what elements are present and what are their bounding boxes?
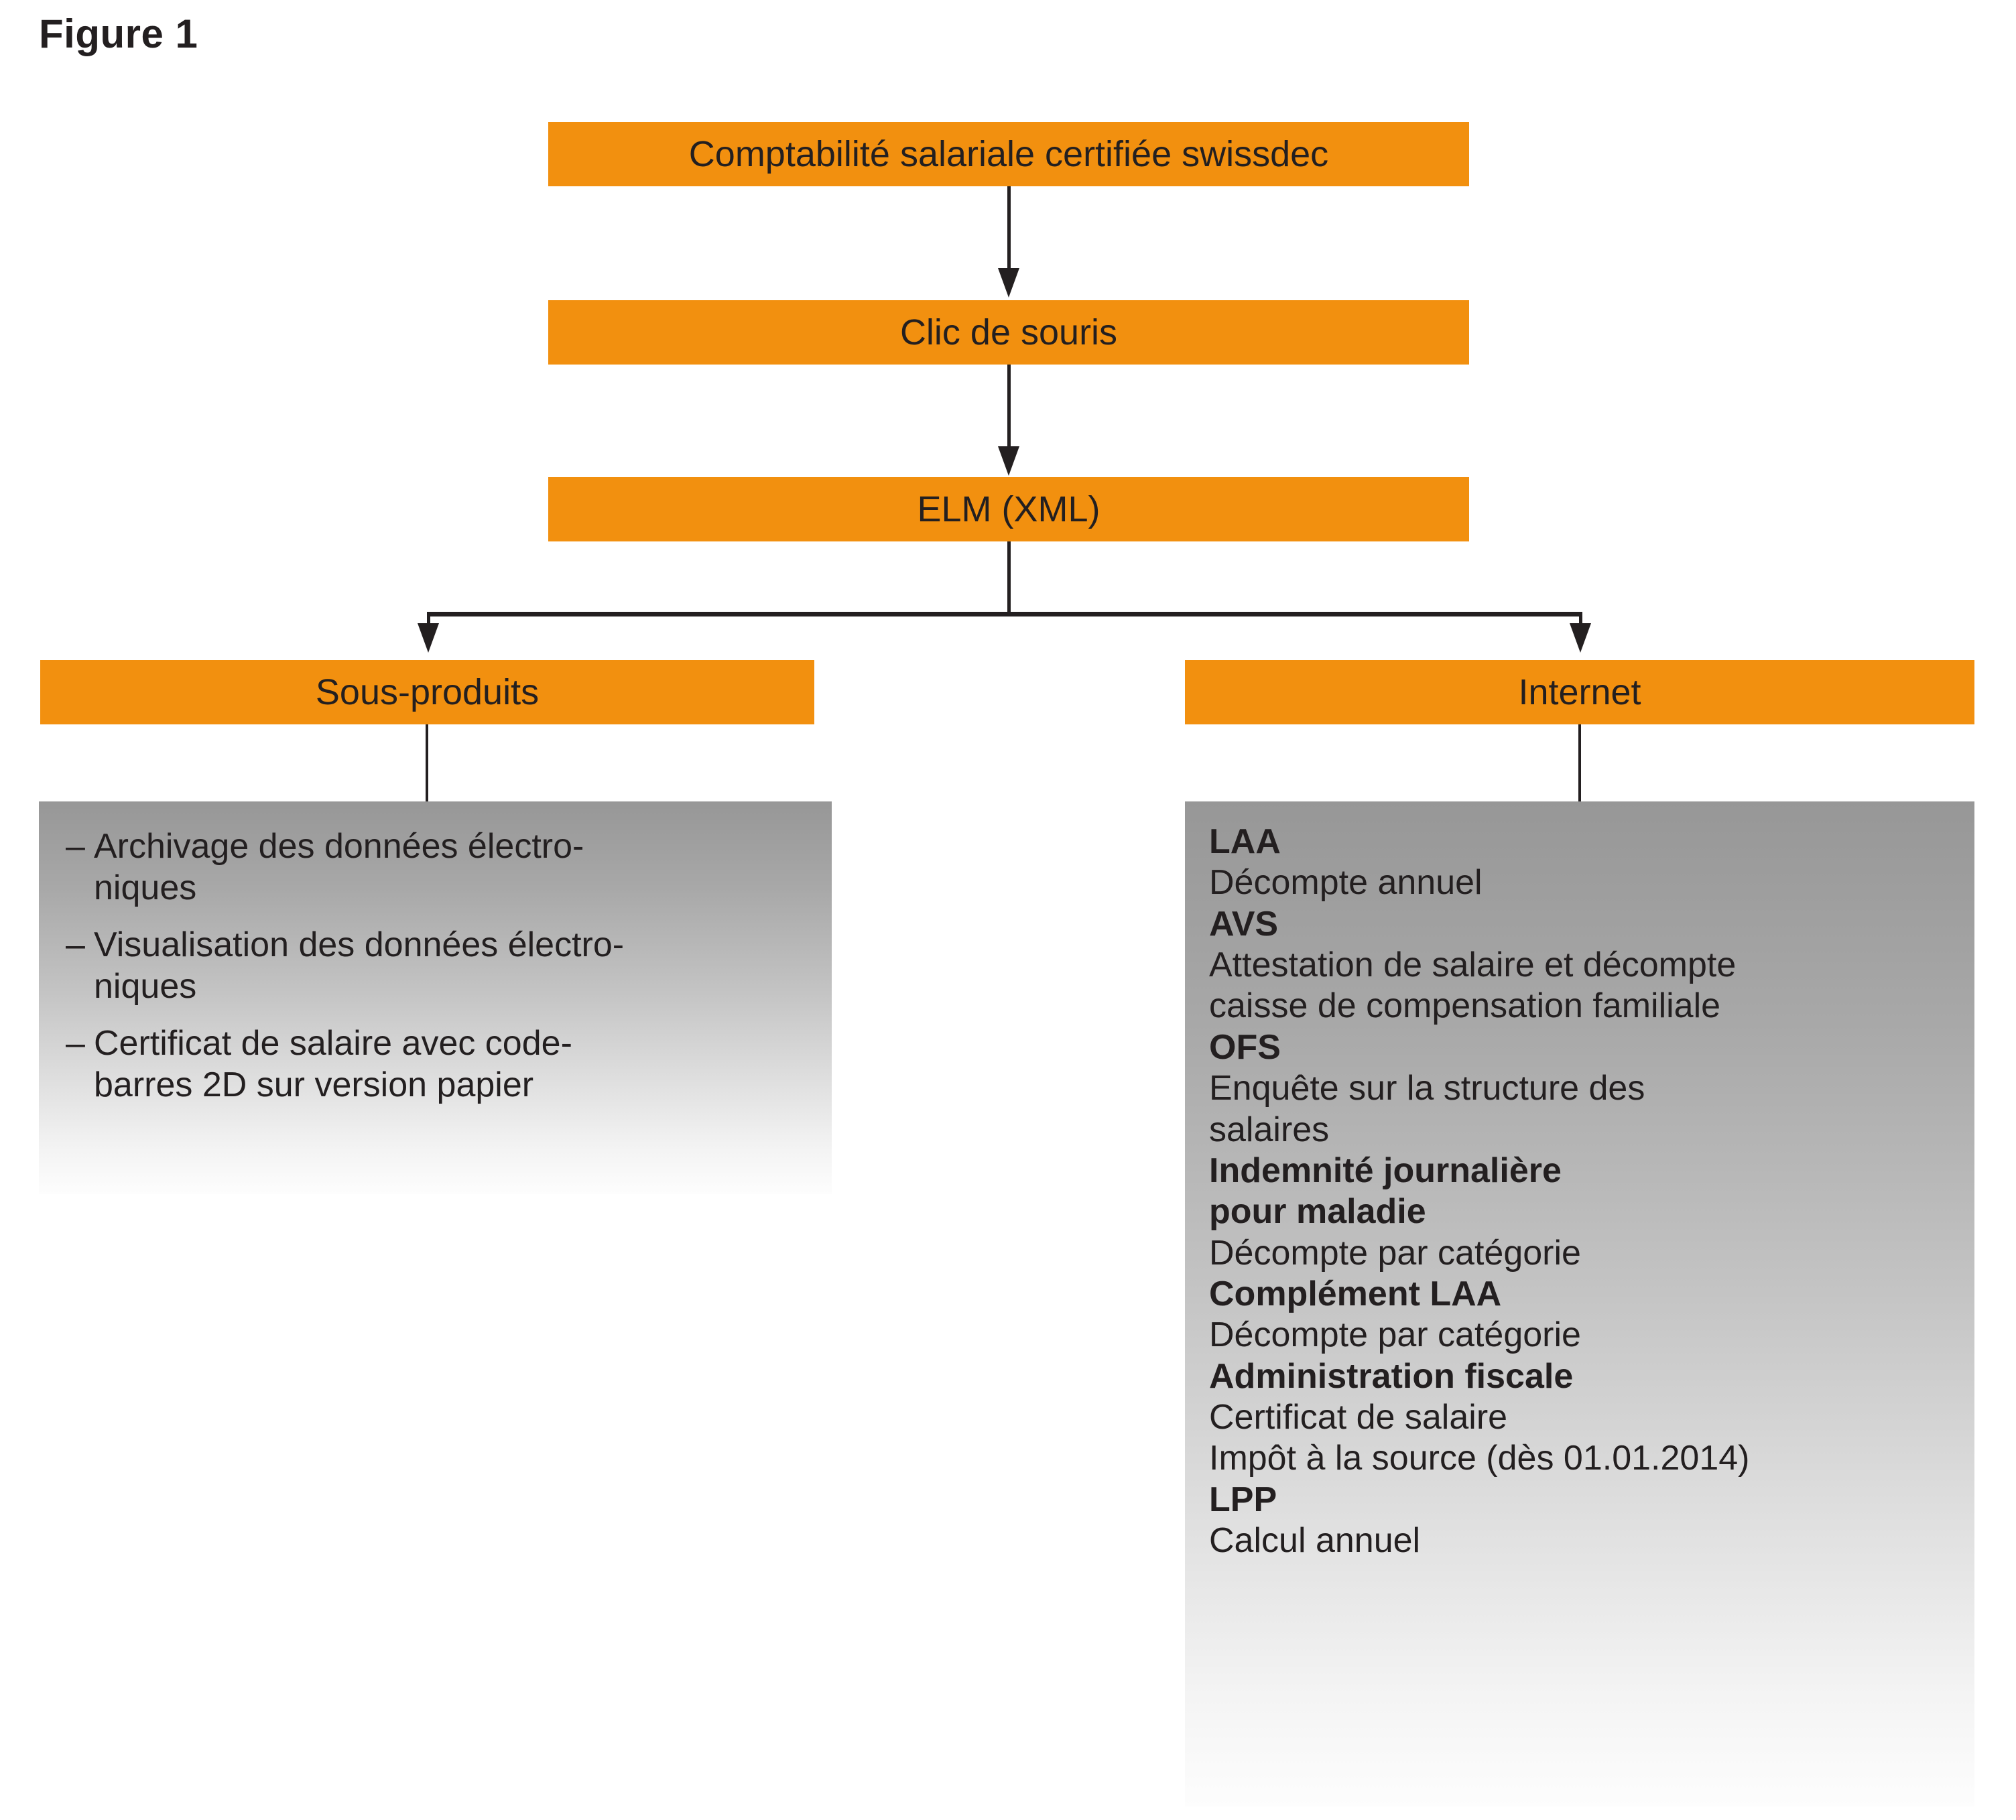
- list-item: OFS Enquête sur la structure des salaire…: [1209, 1027, 1952, 1151]
- entry-title: AVS: [1209, 904, 1279, 944]
- flow-node-label: Internet: [1518, 671, 1641, 712]
- connector-line-internet-panel: [1578, 724, 1581, 805]
- flow-node-label: Sous-produits: [315, 671, 540, 712]
- list-item: Complément LAA Décompte par catégorie: [1209, 1274, 1952, 1356]
- flow-node-sous-produits: Sous-produits: [40, 660, 814, 724]
- connector-line-sous-produits-panel: [426, 724, 428, 805]
- arrow-down-icon: [1570, 623, 1591, 653]
- page-title: Figure 1: [39, 11, 198, 56]
- list-item: AVS Attestation de salaire et décompte c…: [1209, 904, 1952, 1027]
- entry-description: Calcul annuel: [1209, 1521, 1421, 1561]
- bullet-dash-icon: –: [66, 1023, 85, 1063]
- entry-description: Enquête sur la structure des salaires: [1209, 1069, 1645, 1149]
- flow-node-label: ELM (XML): [917, 489, 1100, 529]
- list-item: LPP Calcul annuel: [1209, 1480, 1952, 1562]
- connector-line-step1-step2: [1007, 186, 1011, 272]
- connector-split-stem: [1007, 541, 1011, 615]
- entry-title: LAA: [1209, 822, 1281, 861]
- flow-node-label: Comptabilité salariale certifiée swissde…: [688, 133, 1329, 174]
- list-item-label: Visualisation des données électro- nique…: [94, 925, 625, 1006]
- list-item: Indemnité journalière pour maladie Décom…: [1209, 1151, 1952, 1274]
- flow-node-elm-xml: ELM (XML): [548, 477, 1469, 541]
- arrow-down-icon: [998, 446, 1019, 476]
- entry-title: Indemnité journalière pour maladie: [1209, 1151, 1562, 1232]
- arrow-down-icon: [998, 268, 1019, 298]
- sous-produits-list: – Archivage des données électro- niques …: [66, 826, 805, 1106]
- entry-description: Attestation de salaire et décompte caiss…: [1209, 946, 1737, 1026]
- flow-node-clic-de-souris: Clic de souris: [548, 300, 1469, 365]
- connector-line-step2-step3: [1007, 365, 1011, 450]
- arrow-down-icon: [418, 623, 439, 653]
- list-item: LAA Décompte annuel: [1209, 822, 1952, 904]
- internet-entry-list: LAA Décompte annuel AVS Attestation de s…: [1209, 822, 1952, 1561]
- flow-node-internet: Internet: [1185, 660, 1974, 724]
- list-item: Administration fiscale Certificat de sal…: [1209, 1356, 1952, 1480]
- entry-description: Décompte par catégorie: [1209, 1315, 1581, 1355]
- entry-description: Décompte annuel: [1209, 863, 1483, 903]
- list-item-label: Certificat de salaire avec code- barres …: [94, 1023, 572, 1104]
- flow-node-comptabilite-salariale: Comptabilité salariale certifiée swissde…: [548, 122, 1469, 186]
- bullet-dash-icon: –: [66, 925, 85, 964]
- list-item-label: Archivage des données électro- niques: [94, 827, 584, 908]
- list-item: – Certificat de salaire avec code- barre…: [66, 1023, 805, 1106]
- entry-description: Certificat de salaire Impôt à la source …: [1209, 1398, 1750, 1478]
- entry-title: Administration fiscale: [1209, 1356, 1574, 1396]
- entry-title: LPP: [1209, 1480, 1277, 1519]
- flow-node-label: Clic de souris: [899, 312, 1118, 352]
- connector-split-left-stem: [427, 612, 430, 625]
- bullet-dash-icon: –: [66, 827, 85, 866]
- entry-description: Décompte par catégorie: [1209, 1233, 1581, 1273]
- entry-title: OFS: [1209, 1027, 1281, 1067]
- list-item: – Archivage des données électro- niques: [66, 826, 805, 909]
- connector-split-bar: [427, 612, 1582, 616]
- entry-title: Complément LAA: [1209, 1274, 1502, 1313]
- connector-split-right-stem: [1579, 612, 1582, 625]
- panel-sous-produits: – Archivage des données électro- niques …: [39, 801, 832, 1194]
- panel-internet: LAA Décompte annuel AVS Attestation de s…: [1185, 801, 1974, 1807]
- list-item: – Visualisation des données électro- niq…: [66, 924, 805, 1008]
